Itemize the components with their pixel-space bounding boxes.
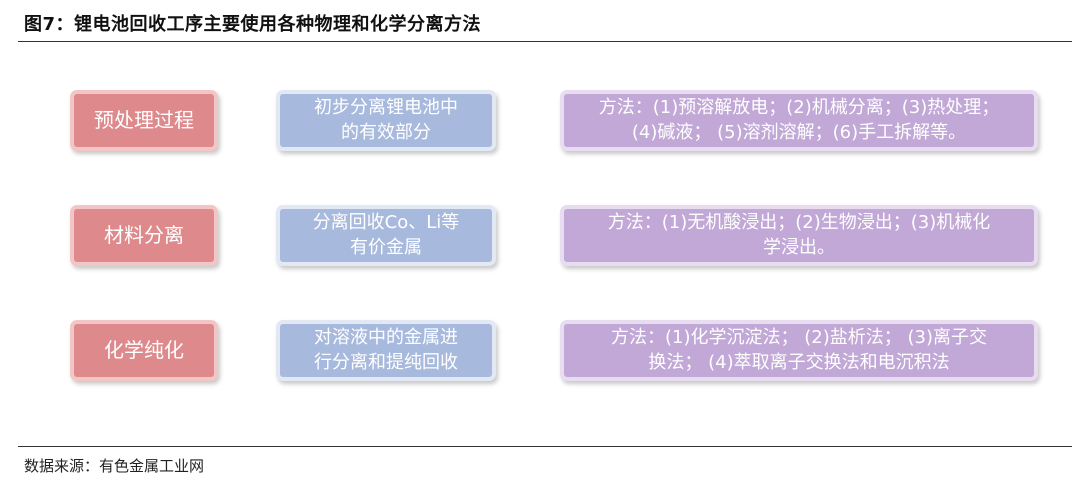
stage-box-material-separation: 材料分离	[70, 205, 218, 266]
goal-box-pretreatment: 初步分离锂电池中 的有效部分	[276, 90, 496, 151]
stage-box-chemical-purification: 化学纯化	[70, 320, 218, 381]
goal-box-material-separation: 分离回收Co、Li等 有价金属	[276, 205, 496, 266]
source-note: 数据来源：有色金属工业网	[24, 457, 205, 475]
figure-title: 图7：锂电池回收工序主要使用各种物理和化学分离方法	[24, 14, 482, 35]
method-box-chemical-purification: 方法：(1)化学沉淀法； (2)盐析法； (3)离子交 换法； (4)萃取离子交…	[560, 320, 1038, 381]
goal-box-chemical-purification: 对溶液中的金属进 行分离和提纯回收	[276, 320, 496, 381]
title-divider	[18, 41, 1072, 42]
method-box-pretreatment: 方法：(1)预溶解放电；(2)机械分离；(3)热处理； (4)碱液； (5)溶剂…	[560, 90, 1038, 151]
footer-divider	[18, 446, 1072, 447]
method-box-material-separation: 方法：(1)无机酸浸出；(2)生物浸出；(3)机械化 学浸出。	[560, 205, 1038, 266]
stage-box-pretreatment: 预处理过程	[70, 90, 218, 151]
